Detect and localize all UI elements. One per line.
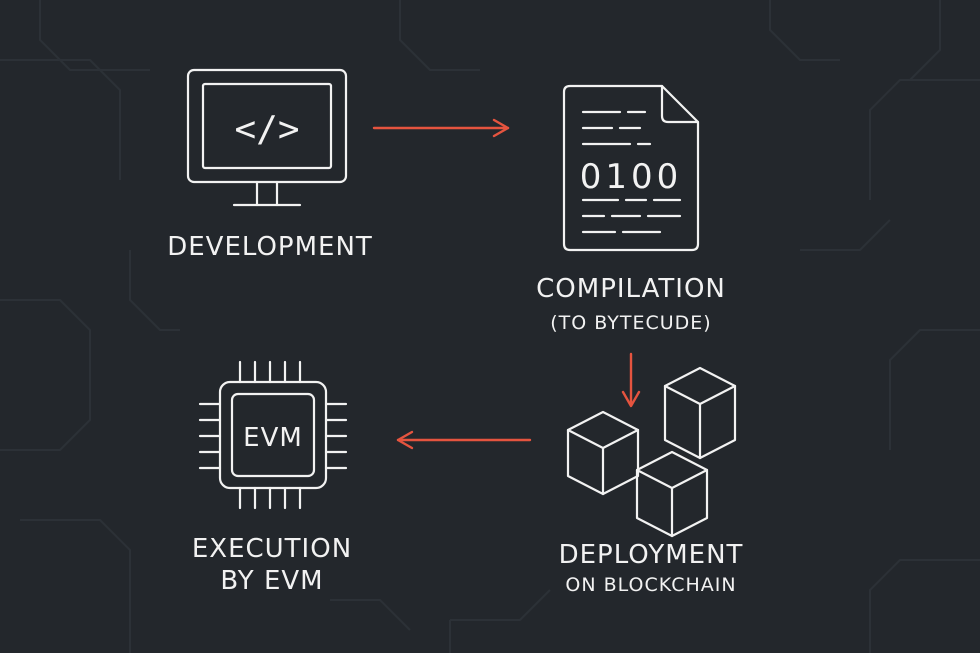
evm-chip-icon: EVM — [198, 360, 348, 510]
document-bytecode-icon: 0100 — [562, 84, 700, 252]
bytecode-digits: 0100 — [580, 157, 683, 197]
deployment-label: DEPLOYMENT — [558, 540, 744, 570]
compilation-label: COMPILATION — [536, 274, 726, 304]
development-label: DEVELOPMENT — [167, 232, 373, 262]
arrow-development-to-compilation — [372, 118, 510, 138]
monitor-code-icon: </> — [186, 68, 348, 207]
code-glyph: </> — [234, 109, 299, 150]
blockchain-cubes-icon — [566, 366, 737, 538]
arrow-deployment-to-execution — [396, 430, 532, 450]
chip-text: EVM — [243, 423, 303, 453]
deployment-sublabel: ON BLOCKCHAIN — [565, 574, 737, 596]
execution-label-line1: EXECUTION — [191, 534, 353, 564]
compilation-sublabel: (TO BYTECUDE) — [550, 312, 712, 334]
execution-label-line2: BY EVM — [220, 566, 324, 596]
arrow-compilation-to-deployment — [621, 352, 641, 408]
